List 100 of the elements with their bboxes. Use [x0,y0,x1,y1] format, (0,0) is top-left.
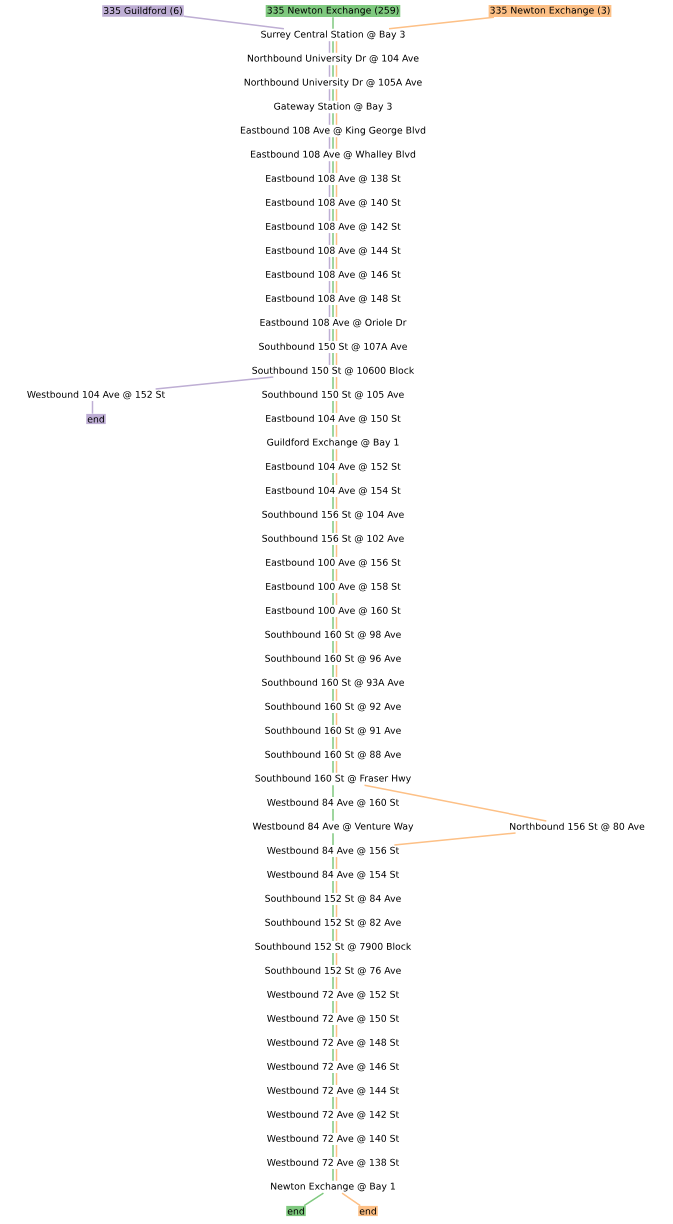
stop-label: Westbound 72 Ave @ 148 St [267,1038,399,1048]
route-line [335,496,338,510]
route-line [335,904,338,918]
route-line [335,184,338,198]
route-line [328,136,331,150]
route-line [332,1000,334,1014]
route-line [335,112,338,126]
stop-label: Eastbound 108 Ave @ 146 St [266,270,401,280]
route-line [332,808,334,822]
stop-label: Southbound 160 St @ Fraser Hwy [255,774,411,784]
stop-label: Westbound 72 Ave @ 142 St [267,1110,399,1120]
stop-label: Westbound 84 Ave @ 160 St [267,798,399,808]
route-line [332,976,334,990]
route-line [335,1072,338,1086]
route-line [332,880,334,894]
route-line [332,328,334,342]
route-line [303,1192,325,1207]
stop-label: Southbound 156 St @ 104 Ave [262,510,404,520]
route-line [332,736,334,750]
route-line [335,952,338,966]
stop-label: Southbound 160 St @ 96 Ave [265,654,401,664]
route-line [154,376,275,390]
route-line [335,280,338,294]
stop-label: Southbound 152 St @ 82 Ave [265,918,401,928]
route-line [332,40,334,54]
route-line [332,1120,334,1134]
route-line [332,400,334,414]
stop-label: Westbound 72 Ave @ 150 St [267,1014,399,1024]
route-line [328,208,331,222]
route-line [335,856,338,870]
route-line [332,280,334,294]
route-line [335,160,338,174]
stop-label: Southbound 160 St @ 92 Ave [265,702,401,712]
route-line [328,304,331,318]
route-line [335,640,338,654]
stop-label: Eastbound 108 Ave @ Oriole Dr [260,318,407,328]
route-line [332,1072,334,1086]
stop-label: Northbound University Dr @ 105A Ave [244,78,422,88]
route-line [332,184,334,198]
route-line [335,448,338,462]
stop-label: Gateway Station @ Bay 3 [274,102,392,112]
stop-label: Westbound 72 Ave @ 140 St [267,1134,399,1144]
route-line [328,40,331,54]
route-line [183,15,285,30]
route-line [335,64,338,78]
route-line [332,640,334,654]
stop-label: Southbound 160 St @ 91 Ave [265,726,401,736]
stop-label: Eastbound 100 Ave @ 160 St [266,606,401,616]
route-line [332,88,334,102]
route-line [332,208,334,222]
route-line [332,232,334,246]
route-line [332,1168,334,1182]
route-line [332,856,334,870]
route-line [332,376,334,390]
route-line [335,1000,338,1014]
route-line [332,616,334,630]
route-line [335,376,338,390]
stop-label: Southbound 156 St @ 102 Ave [262,534,404,544]
stop-label: Southbound 152 St @ 84 Ave [265,894,401,904]
stop-label: Westbound 72 Ave @ 144 St [267,1086,399,1096]
route-line [332,160,334,174]
route-line [335,136,338,150]
route-line [335,520,338,534]
stop-label: Eastbound 108 Ave @ King George Blvd [240,126,426,136]
route-line [332,544,334,558]
route-line [332,904,334,918]
route-label: 335 Newton Exchange (3) [488,5,612,17]
route-line [328,64,331,78]
stop-label: Westbound 84 Ave @ 156 St [267,846,399,856]
stop-label: Southbound 160 St @ 98 Ave [265,630,401,640]
stop-label: Eastbound 108 Ave @ 140 St [266,198,401,208]
route-line [332,16,334,30]
route-line [335,760,338,774]
route-line [332,448,334,462]
route-line [332,928,334,942]
stop-label: Guildford Exchange @ Bay 1 [267,438,399,448]
route-line [335,1120,338,1134]
route-line [332,832,334,846]
stop-label: Eastbound 108 Ave @ 148 St [266,294,401,304]
route-line [332,1048,334,1062]
route-line [335,664,338,678]
route-line [335,352,338,366]
stop-label: Eastbound 100 Ave @ 158 St [266,582,401,592]
route-line [332,952,334,966]
route-line [332,520,334,534]
stop-label: Eastbound 108 Ave @ 142 St [266,222,401,232]
stop-label: Eastbound 108 Ave @ Whalley Blvd [251,150,416,160]
stop-label: Eastbound 100 Ave @ 156 St [266,558,401,568]
route-line [341,1192,362,1207]
route-line [332,424,334,438]
route-line [332,688,334,702]
stop-label: Southbound 150 St @ 107A Ave [259,342,407,352]
stop-label: Southbound 150 St @ 10600 Block [252,366,415,376]
stop-label: Westbound 72 Ave @ 138 St [267,1158,399,1168]
stop-label: Southbound 160 St @ 88 Ave [265,750,401,760]
route-line [332,568,334,582]
stop-label: Eastbound 104 Ave @ 150 St [266,414,401,424]
route-line [328,232,331,246]
stop-label: Westbound 84 Ave @ Venture Way [252,822,414,832]
route-line [332,256,334,270]
